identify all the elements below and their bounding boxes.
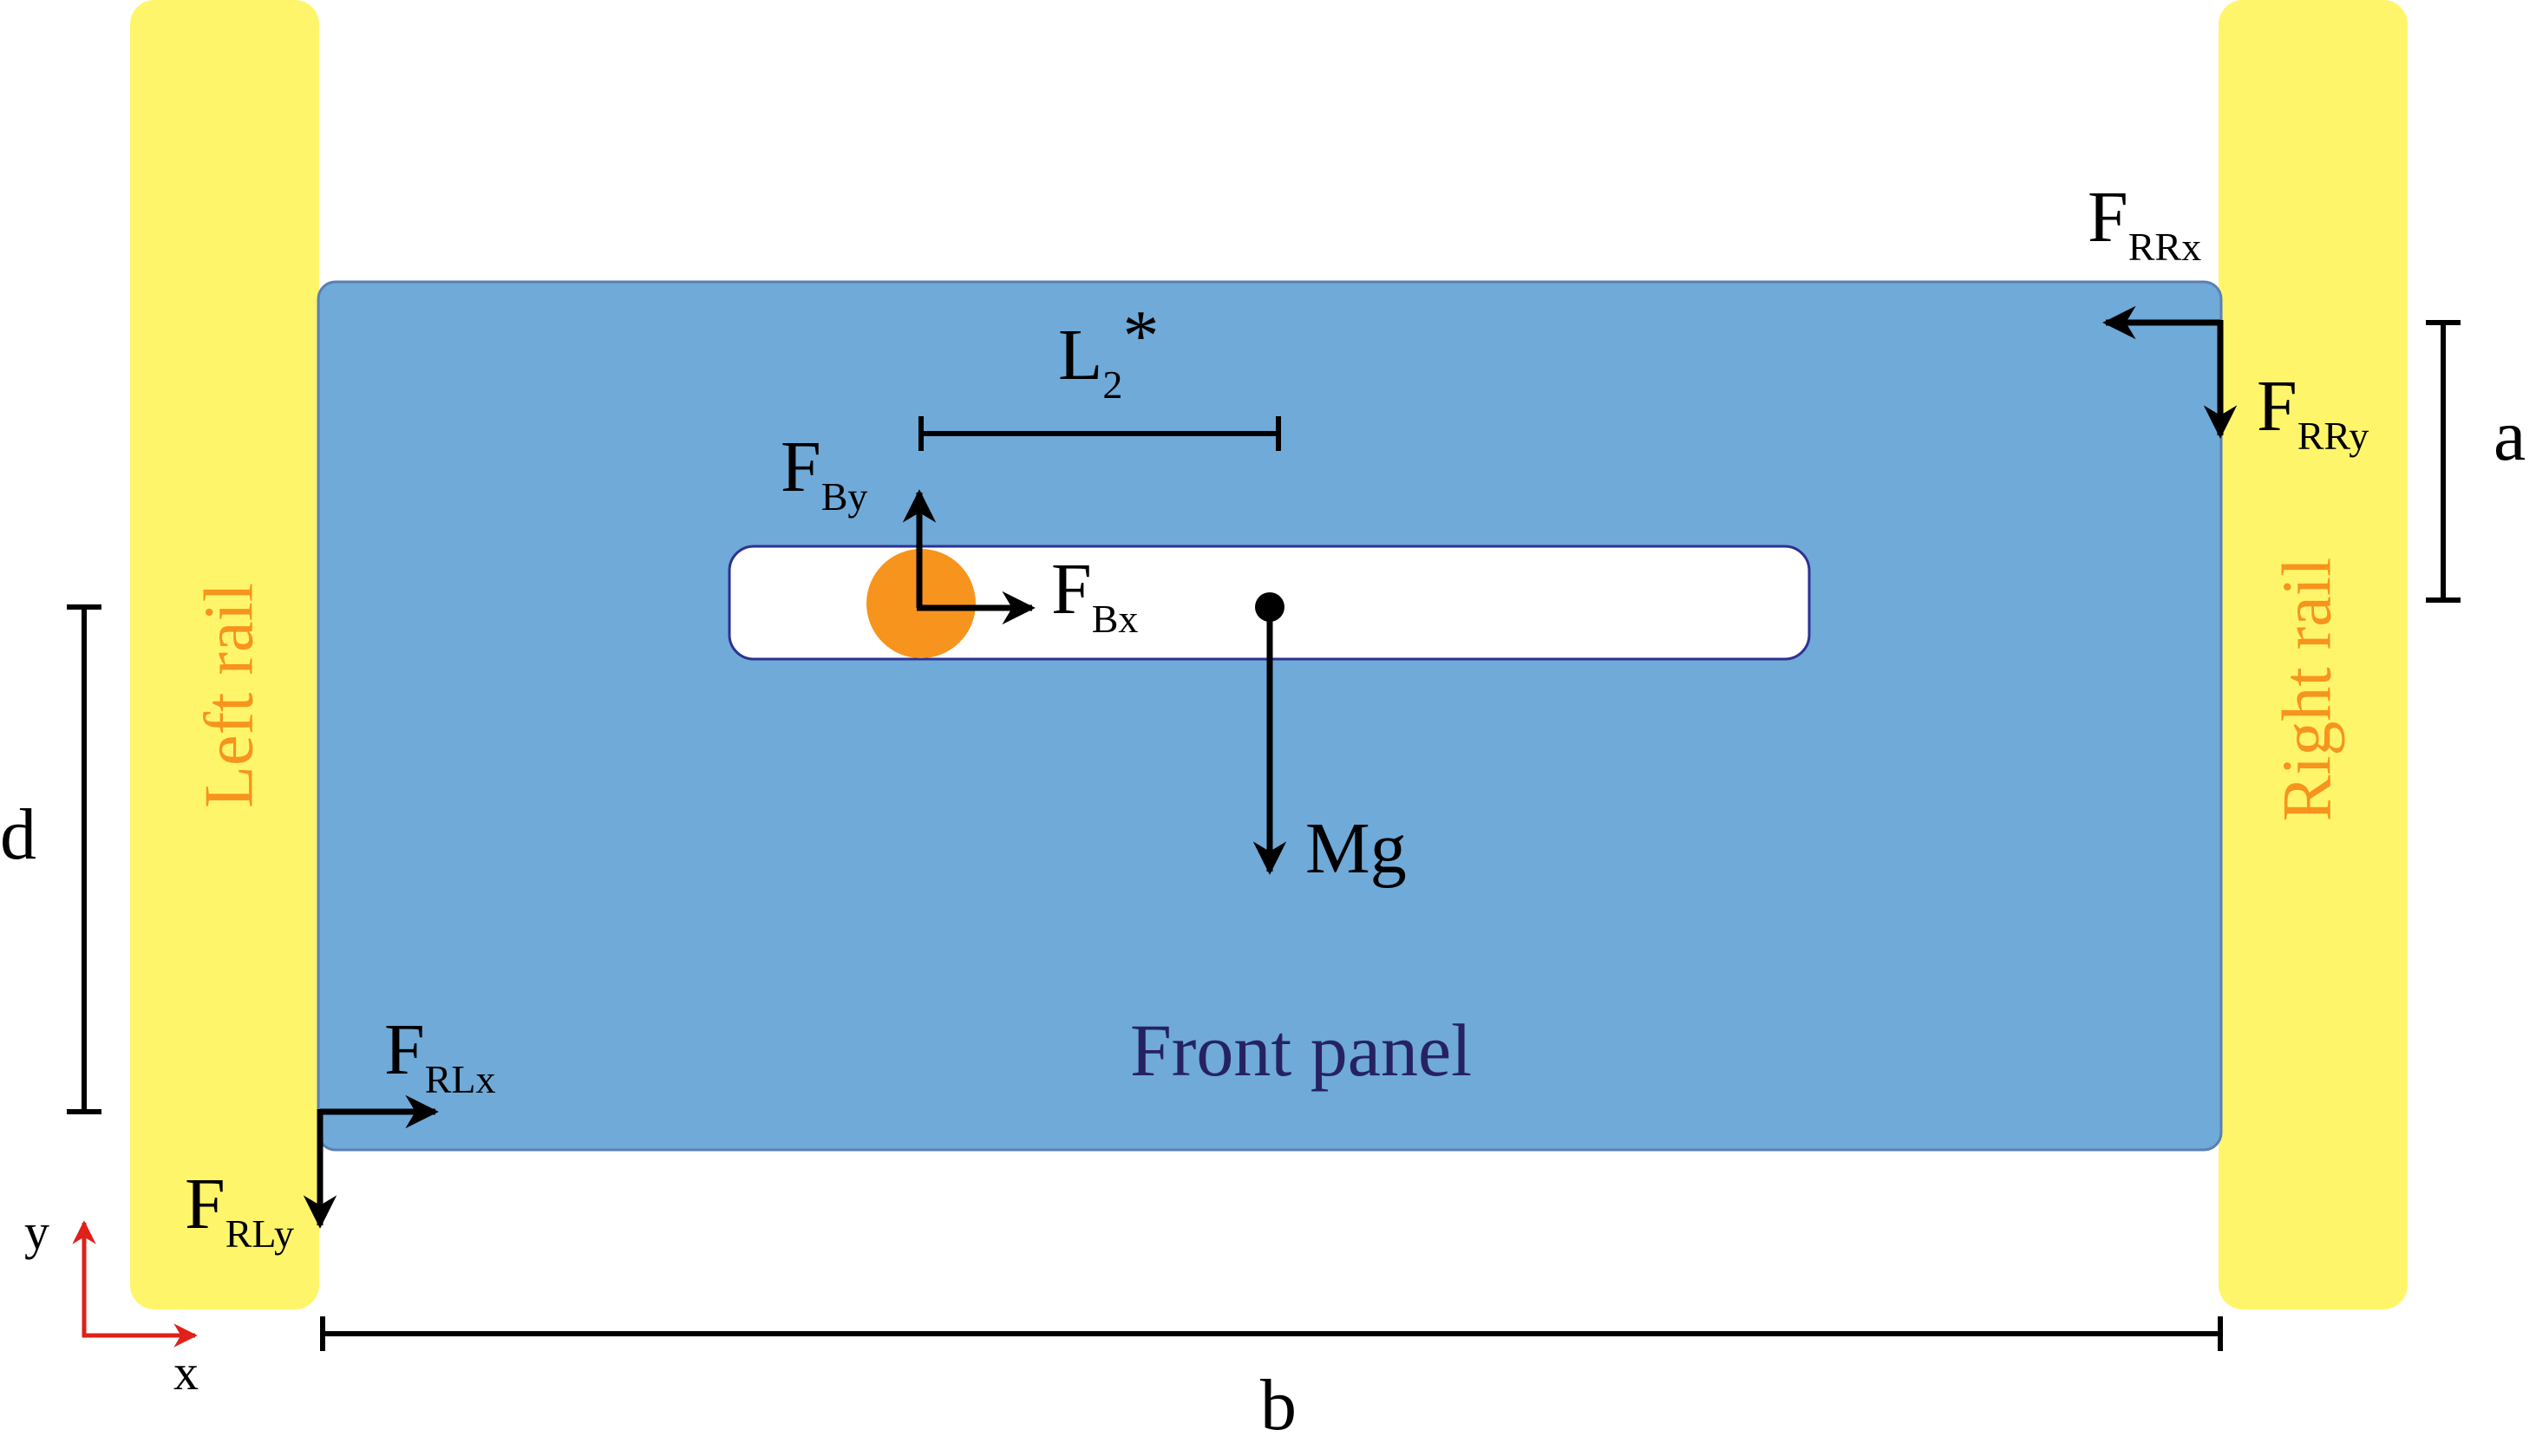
- front-panel-label: Front panel: [1130, 1009, 1472, 1092]
- f-rry-label: FRRy: [2257, 366, 2369, 458]
- f-rlx-label: FRLx: [384, 1009, 496, 1101]
- a-label: a: [2494, 395, 2526, 476]
- b-label: b: [1260, 1365, 1297, 1446]
- left-rail: [130, 0, 319, 1309]
- right-rail-label: Right rail: [2269, 558, 2345, 821]
- y-axis-label: y: [24, 1204, 49, 1260]
- left-rail-label: Left rail: [191, 583, 267, 808]
- f-bx-label: FBx: [1051, 549, 1138, 641]
- right-rail: [2219, 0, 2408, 1309]
- l2-label: L2*: [1058, 296, 1159, 407]
- f-by-label: FBy: [781, 427, 867, 519]
- f-rly-label: FRLy: [185, 1164, 294, 1256]
- mg-label: Mg: [1305, 808, 1407, 889]
- f-rrx-label: FRRx: [2088, 177, 2201, 269]
- d-label: d: [0, 794, 36, 875]
- x-axis-label: x: [173, 1344, 199, 1401]
